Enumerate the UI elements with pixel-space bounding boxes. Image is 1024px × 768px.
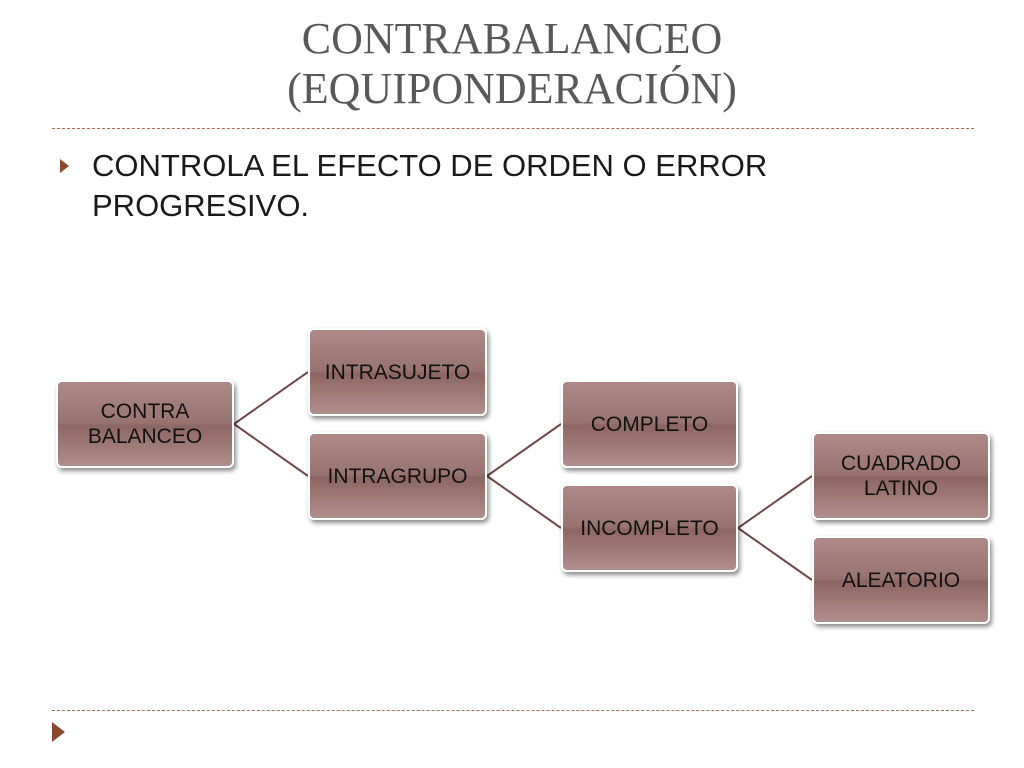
node-intrasujeto-label: INTRASUJETO [324, 360, 471, 384]
node-cuadrado-latino: CUADRADO LATINO [812, 432, 990, 520]
slide-title-line-1: CONTRABALANCEO [301, 14, 723, 63]
connector-intragrupo-incompleto [486, 475, 562, 529]
node-contra-balanceo-label: CONTRA BALANCEO [87, 400, 203, 448]
connector-contra-intragrupo [233, 423, 309, 477]
node-incompleto: INCOMPLETO [561, 484, 738, 572]
slide-title-line-2: (EQUIPONDERACIÓN) [287, 64, 737, 113]
slide-title: CONTRABALANCEO (EQUIPONDERACIÓN) [0, 14, 1024, 114]
bottom-divider [52, 710, 974, 711]
connector-incompleto-cuadrado [737, 475, 813, 529]
node-aleatorio-label: ALEATORIO [841, 568, 961, 592]
node-aleatorio: ALEATORIO [812, 536, 990, 624]
node-cuadrado-latino-label: CUADRADO LATINO [840, 452, 962, 500]
node-intrasujeto: INTRASUJETO [308, 328, 487, 416]
bullet-text: CONTROLA EL EFECTO DE ORDEN O ERROR PROG… [92, 148, 768, 223]
node-intragrupo: INTRAGRUPO [308, 432, 487, 520]
top-divider [52, 128, 974, 129]
node-completo-label: COMPLETO [590, 412, 709, 436]
connector-intragrupo-completo [486, 423, 562, 477]
connector-contra-intrasujeto [233, 371, 309, 425]
footer-arrow-icon [52, 722, 65, 742]
bullet-arrow-icon [60, 159, 69, 173]
node-completo: COMPLETO [561, 380, 738, 468]
node-incompleto-label: INCOMPLETO [580, 516, 719, 540]
node-intragrupo-label: INTRAGRUPO [327, 464, 468, 488]
node-contra-balanceo: CONTRA BALANCEO [56, 380, 234, 468]
connector-incompleto-aleatorio [737, 527, 813, 581]
